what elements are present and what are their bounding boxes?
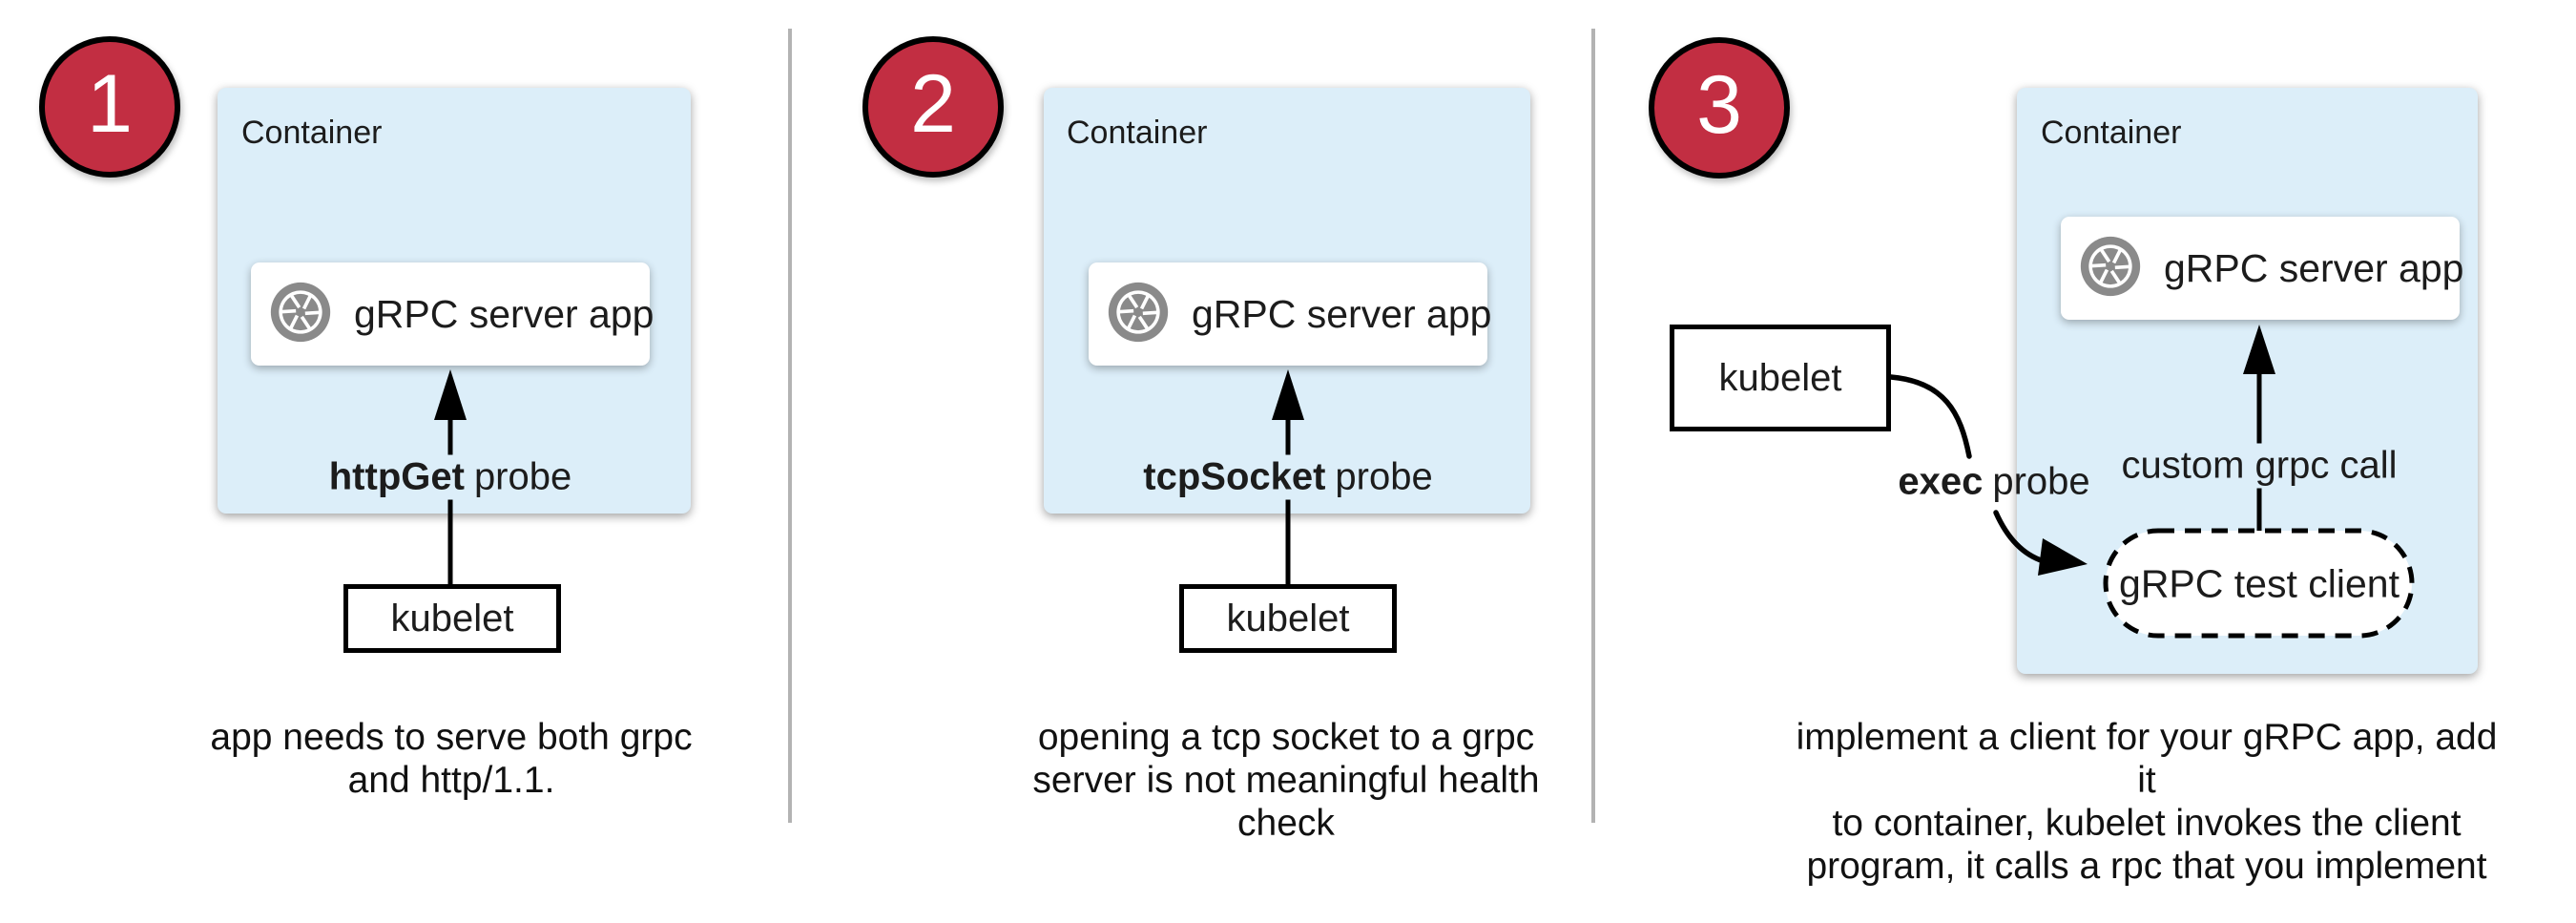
- container-label-3: Container: [2041, 115, 2182, 151]
- grpc-server-app-box-1: gRPC server app: [251, 262, 654, 366]
- caption-line: app needs to serve both grpc: [210, 717, 693, 758]
- step-circle-1: 1: [39, 36, 180, 178]
- step-number: 3: [1696, 58, 1742, 151]
- caption-line: implement a client for your gRPC app, ad…: [1796, 717, 2498, 801]
- kubelet-label: kubelet: [1718, 356, 1842, 399]
- grpc-server-app-label: gRPC server app: [2164, 245, 2464, 290]
- step-circle-3: 3: [1649, 37, 1790, 178]
- caption-3: implement a client for your gRPC app, ad…: [1784, 716, 2509, 888]
- panel-divider-2: [1591, 29, 1595, 823]
- grpc-server-app-label: gRPC server app: [1192, 291, 1492, 336]
- probe-type: exec: [1898, 460, 1984, 503]
- exec-probe-curve: [1888, 374, 1972, 459]
- step-number: 1: [87, 57, 133, 150]
- grpc-test-client-label: gRPC test client: [2119, 562, 2399, 607]
- grpc-test-client-text: gRPC test client: [2119, 561, 2399, 606]
- aperture-icon: [2078, 234, 2143, 304]
- caption-line: check: [1237, 803, 1335, 844]
- custom-grpc-call-text: custom grpc call: [2121, 444, 2398, 487]
- step-circle-2: 2: [862, 36, 1004, 178]
- kubelet-box-1: kubelet: [343, 584, 561, 653]
- container-label-1: Container: [241, 115, 383, 151]
- probe-word: probe: [1992, 460, 2090, 503]
- kubelet-label: kubelet: [1226, 597, 1350, 640]
- caption-line: to container, kubelet invokes the client: [1832, 803, 2462, 844]
- container-label-2: Container: [1067, 115, 1208, 151]
- step-number: 2: [910, 57, 956, 150]
- aperture-icon: [268, 280, 333, 349]
- kubelet-box-3: kubelet: [1670, 325, 1891, 431]
- probe-type: tcpSocket: [1143, 455, 1326, 498]
- caption-line: program, it calls a rpc that you impleme…: [1806, 846, 2487, 887]
- probe-label-2: tcpSocket probe: [1135, 454, 1441, 500]
- caption-2: opening a tcp socket to a grpc server is…: [952, 716, 1620, 845]
- caption-line: and http/1.1.: [347, 760, 555, 801]
- probe-label-3: exec probe: [1898, 461, 2089, 504]
- probe-word: probe: [473, 455, 572, 498]
- aperture-icon: [1106, 280, 1171, 349]
- probe-type: httpGet: [328, 455, 465, 498]
- kubelet-box-2: kubelet: [1179, 584, 1397, 653]
- probe-label-1: httpGet probe: [321, 454, 580, 500]
- kubelet-label: kubelet: [390, 597, 514, 640]
- caption-1: app needs to serve both grpc and http/1.…: [117, 716, 785, 802]
- grpc-server-app-label: gRPC server app: [354, 291, 654, 336]
- probe-word: probe: [1335, 455, 1433, 498]
- custom-grpc-call-label: custom grpc call: [2113, 443, 2405, 489]
- caption-line: server is not meaningful health: [1032, 760, 1540, 801]
- grpc-server-app-box-2: gRPC server app: [1089, 262, 1491, 366]
- grpc-server-app-box-3: gRPC server app: [2061, 217, 2464, 320]
- panel-divider-1: [788, 29, 792, 823]
- caption-line: opening a tcp socket to a grpc: [1037, 717, 1535, 758]
